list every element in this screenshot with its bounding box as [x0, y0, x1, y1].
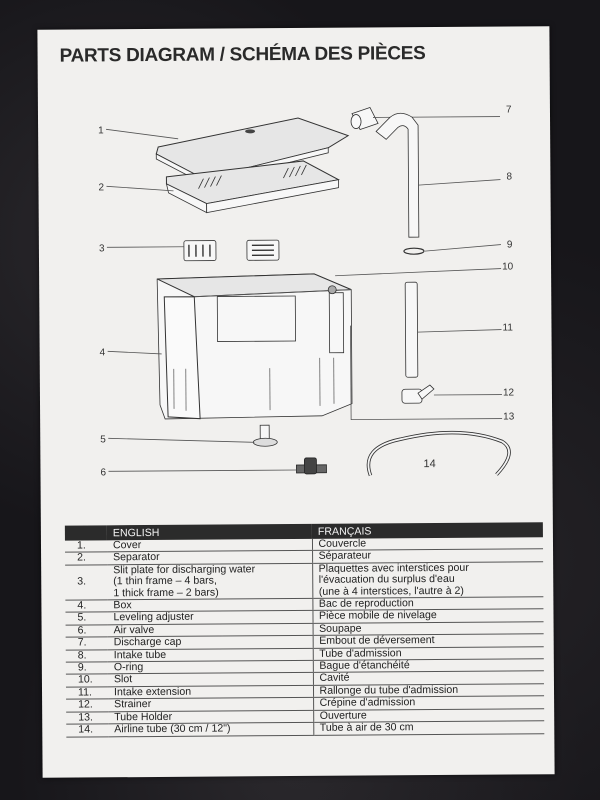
leader-line-8 [418, 179, 501, 186]
text-line: Tube d'admission [319, 646, 402, 660]
part-number: 1. [64, 539, 108, 553]
table-row: 3.Slit plate for discharging water(1 thi… [65, 561, 544, 601]
header-french: FRANÇAIS [311, 522, 543, 539]
text-line: Bac de reproduction [318, 597, 414, 610]
text-line: Soupape [319, 622, 362, 635]
callout-12: 12 [503, 387, 515, 398]
part-box [156, 273, 353, 420]
part-name-english: Airline tube (30 cm / 12") [108, 722, 314, 737]
leader-line-1 [106, 128, 179, 140]
leader-line-10 [335, 268, 502, 277]
parts-table: ENGLISH FRANÇAIS 1. Cover Couvercle 2. Separ… [64, 522, 545, 737]
leader-line-2 [106, 185, 174, 192]
part-airline-tube [366, 430, 511, 477]
text-line: 1 thick frame – 2 bars) [113, 586, 219, 599]
part-number: 12. [66, 699, 109, 712]
callout-1: 1 [98, 125, 104, 136]
leader-line-13 [350, 325, 503, 421]
text-line: Cover [112, 539, 142, 552]
callout-9: 9 [507, 239, 513, 250]
part-intake-extension [404, 281, 419, 378]
part-air-valve [296, 457, 327, 475]
text-line: Ouverture [319, 709, 367, 722]
text-line: Box [113, 599, 132, 612]
text-line: Airline tube (30 cm / 12") [114, 722, 231, 736]
callout-2: 2 [98, 182, 104, 193]
text-line: Separator [113, 551, 160, 564]
part-number: 11. [65, 686, 109, 700]
text-line: Cavité [319, 672, 350, 685]
callout-6: 6 [100, 467, 106, 478]
text-line: Bague d'étanchéité [319, 659, 410, 672]
header-number [64, 525, 107, 541]
leader-line-6 [108, 469, 297, 472]
text-line: Couvercle [318, 537, 367, 550]
header-english: ENGLISH [106, 523, 312, 541]
part-number: 10. [65, 674, 108, 687]
text-line: Séparateur [318, 549, 372, 563]
part-number: 4. [65, 600, 108, 613]
part-name-french: Tube à air de 30 cm [313, 720, 545, 735]
part-number: 14. [66, 724, 109, 737]
text-line: Discharge cap [113, 636, 182, 649]
text-line: Strainer [114, 698, 152, 711]
leader-line-9 [424, 244, 501, 252]
part-number: 5. [65, 612, 108, 625]
part-number: 13. [66, 711, 109, 725]
text-line: Intake tube [113, 648, 167, 661]
text-line: Tube Holder [114, 710, 173, 723]
callout-11: 11 [502, 322, 513, 333]
part-intake-tube [375, 112, 420, 238]
part-number: 7. [65, 637, 108, 650]
parts-diagram: 1 2 [98, 104, 515, 478]
instruction-sheet: PARTS DIAGRAM / SCHÉMA DES PIÈCES 1 2 [37, 26, 555, 778]
part-discharge-cap [350, 106, 379, 131]
text-line: Crépine d'admission [319, 696, 416, 710]
part-strainer [401, 384, 435, 404]
table-row: 14. Airline tube (30 cm / 12") Tube à air … [66, 720, 545, 737]
callout-10: 10 [502, 261, 514, 272]
text-line: Rallonge du tube d'admission [319, 683, 459, 697]
callout-7: 7 [506, 104, 512, 115]
part-name-english: Slit plate for discharging water(1 thin … [107, 563, 313, 600]
callout-4: 4 [100, 347, 106, 358]
callout-8: 8 [506, 171, 512, 182]
leader-line-4 [107, 350, 162, 355]
text-line: (une à 4 interstices, l'autre à 2) [318, 584, 464, 598]
callout-3: 3 [99, 243, 105, 254]
text-line: Embout de déversement [319, 634, 435, 648]
part-number: 3. [65, 564, 108, 601]
text-line: Slot [113, 673, 133, 686]
part-slit-plates [183, 239, 280, 262]
part-separator [165, 160, 340, 214]
leader-line-11 [417, 329, 502, 333]
text-line: Leveling adjuster [113, 611, 194, 624]
text-line: Pièce mobile de nivelage [318, 609, 437, 623]
part-number: 9. [65, 662, 108, 675]
text-line: Intake extension [113, 685, 192, 699]
text-line: Tube à air de 30 cm [319, 721, 414, 734]
leader-line-5 [108, 437, 255, 443]
callout-14: 14 [423, 458, 435, 470]
text-line: O-ring [113, 661, 144, 674]
callout-13: 13 [503, 411, 515, 422]
part-number: 6. [65, 624, 108, 638]
part-o-ring [403, 247, 425, 255]
callout-5: 5 [100, 434, 106, 445]
part-number: 2. [65, 552, 108, 565]
leader-line-3 [106, 246, 184, 248]
text-line: Air valve [113, 623, 155, 637]
part-number: 8. [65, 649, 108, 663]
part-leveling-adjuster [252, 424, 278, 447]
